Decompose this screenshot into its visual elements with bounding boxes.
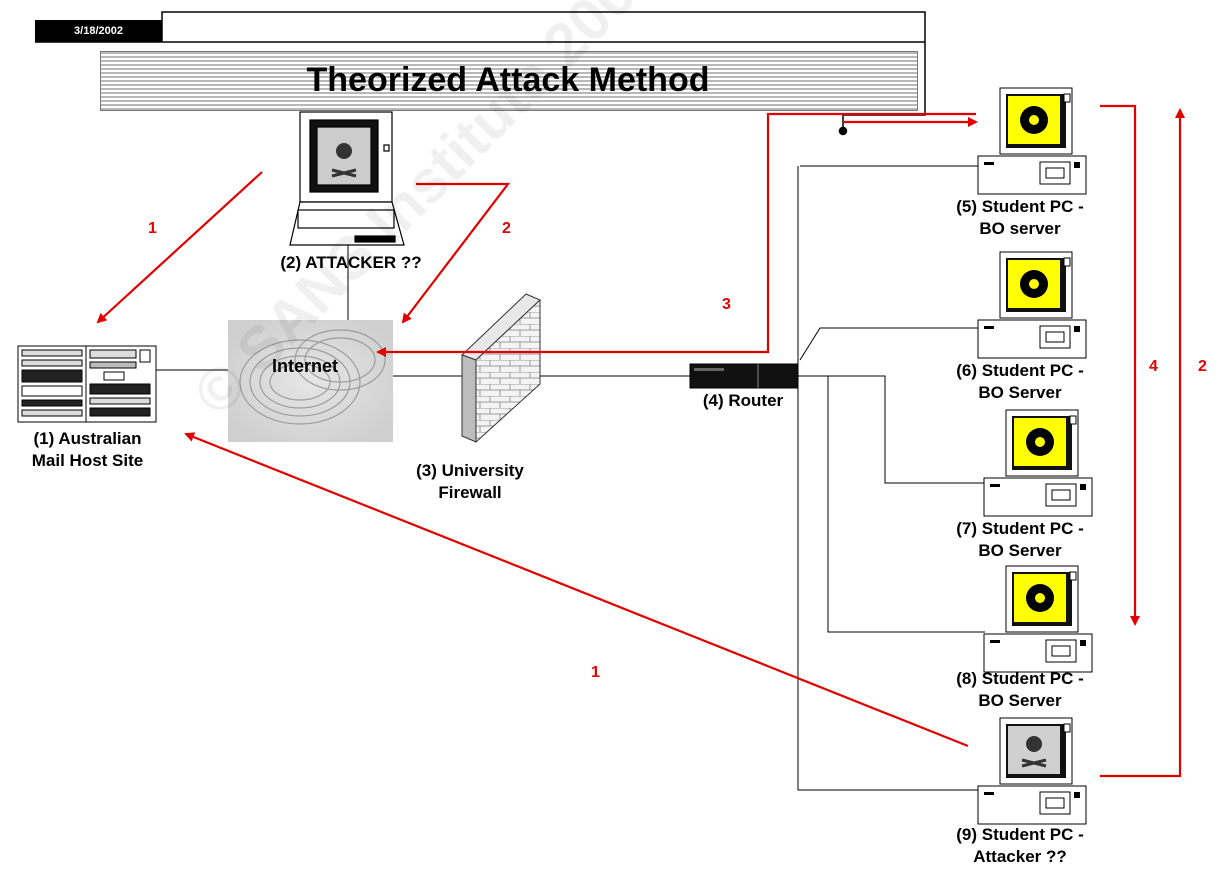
step-label-1-laptop-mail: 1 — [148, 220, 157, 237]
mail-host-server-icon — [17, 345, 157, 423]
step-label-3-pc5-internet: 3 — [722, 296, 731, 313]
arrow-pc5-to-pc8 — [1100, 104, 1140, 626]
pc7-label: (7) Student PC - BO Server — [956, 519, 1084, 560]
router-icon — [689, 363, 799, 389]
router-label: (4) Router — [702, 391, 784, 410]
pc9-label: (9) Student PC - Attacker ?? — [956, 825, 1084, 866]
arrow-pc9-to-mail — [184, 432, 969, 748]
page-title: Theorized Attack Method — [306, 61, 710, 99]
step-label-1-pc9-mail: 1 — [591, 664, 600, 681]
mail-host-label: (1) Australian Mail Host Site — [31, 429, 144, 470]
network-links — [155, 165, 985, 791]
date-tab: 3/18/2002 — [35, 20, 162, 42]
arrow-pc5-to-internet — [376, 112, 976, 357]
student-pc5-icon — [977, 87, 1087, 195]
step-label-2-pc9-pc5: 2 — [1198, 358, 1207, 375]
pc6-label: (6) Student PC - BO Server — [956, 361, 1084, 402]
step-label-4-pc5-pc8: 4 — [1149, 358, 1158, 375]
arrow-laptop-to-internet — [401, 182, 511, 324]
firewall-label: (3) University Firewall — [416, 461, 524, 502]
internet-label: Internet — [272, 356, 339, 376]
pc8-label: (8) Student PC - BO Server — [956, 669, 1084, 710]
arrow-laptop-to-mail — [96, 171, 263, 324]
arrow-pc9-to-pc5 — [1100, 108, 1185, 778]
attack-arrows — [96, 104, 1185, 778]
internet-cloud-icon — [228, 320, 393, 442]
attacker-laptop-label: (2) ATTACKER ?? — [280, 253, 422, 272]
pc5-label: (5) Student PC - BO server — [956, 197, 1084, 238]
student-pc6-icon — [977, 251, 1087, 359]
header-frame — [35, 11, 926, 136]
student-pc9-attacker-icon — [977, 717, 1087, 825]
firewall-icon — [461, 293, 541, 444]
student-pc7-icon — [983, 409, 1093, 517]
student-pc8-icon — [983, 565, 1093, 673]
step-label-2-laptop-internet: 2 — [502, 220, 511, 237]
title-banner — [100, 51, 918, 111]
attacker-laptop-icon — [289, 111, 405, 246]
